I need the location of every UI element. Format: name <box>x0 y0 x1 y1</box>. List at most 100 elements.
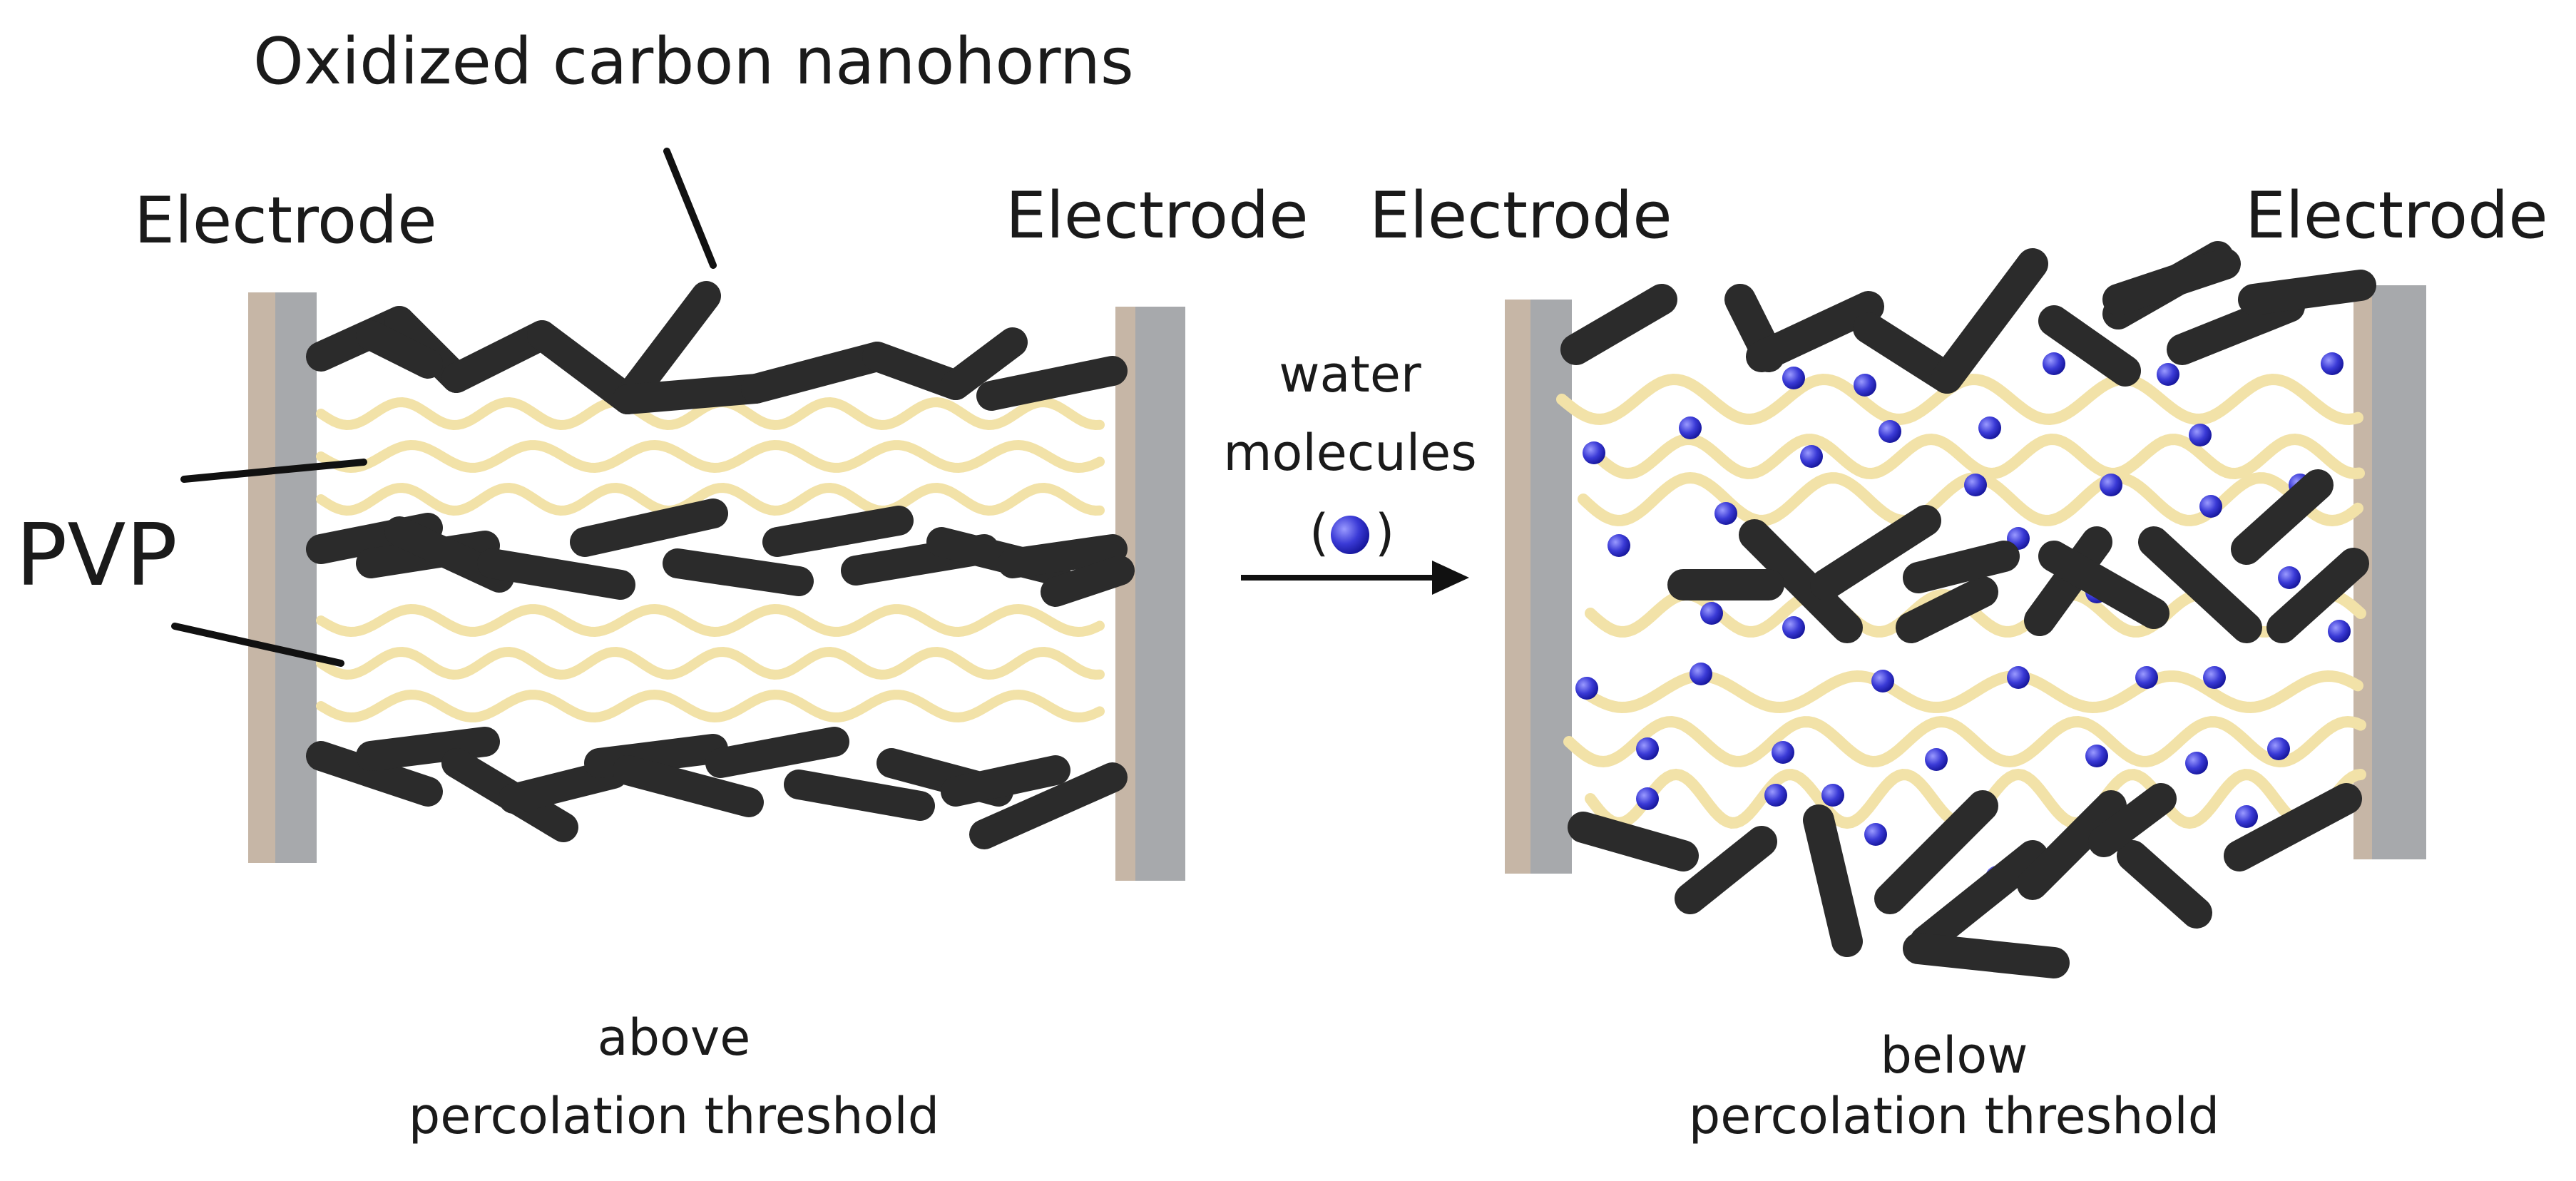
nanohorn-rod <box>998 534 1128 578</box>
nanohorn-rod <box>2231 469 2334 565</box>
nanohorn-rod <box>2238 270 2376 315</box>
right-panel <box>1505 241 2426 978</box>
nanohorn-rod <box>2038 541 2169 629</box>
water-molecule <box>1871 670 1894 692</box>
nanohorn-rod <box>1746 291 1884 372</box>
water-molecule <box>1700 602 1723 625</box>
nanohorn-rod <box>1041 556 1135 607</box>
water-molecule <box>2135 666 2158 689</box>
pvp-chain <box>316 482 1105 516</box>
pvp-leader-line-lower <box>171 623 344 667</box>
nanohorn-rod <box>613 374 771 414</box>
water-molecule <box>1679 416 1702 439</box>
carbon-nanohorns-right <box>1560 241 2376 978</box>
water-label-line1: water <box>1279 345 1421 404</box>
left-electrode-b <box>1115 307 1185 881</box>
left-panel <box>248 281 1185 881</box>
water-molecule <box>1583 441 1605 464</box>
right-electrode-label-a: Electrode <box>1369 178 1672 253</box>
nanohorn-rod <box>2266 548 2369 643</box>
left-caption-line1: above <box>597 1008 751 1067</box>
right-caption-line2: percolation threshold <box>1688 1087 2220 1145</box>
nanohorn-rod <box>1903 933 2070 978</box>
nanohorn-rod <box>705 727 849 778</box>
nanohorn-rod <box>2088 783 2177 857</box>
nanohorn-rod <box>499 759 628 814</box>
nanohorn-rod <box>784 770 935 821</box>
nanohorn-rod <box>570 499 728 557</box>
nanohorn-rod <box>2224 783 2362 871</box>
nanohorn-rod <box>1810 505 1941 600</box>
water-molecule <box>2267 737 2290 760</box>
water-molecule <box>1608 534 1630 557</box>
water-molecule <box>2278 566 2301 589</box>
water-molecule <box>2235 805 2258 828</box>
water-molecule <box>1782 616 1805 639</box>
water-paren-open: ( <box>1309 503 1329 562</box>
left-electrode-a <box>248 292 317 863</box>
nanohorn-rod <box>1931 248 2048 394</box>
water-molecule <box>2157 363 2179 386</box>
nanohorn-rod <box>306 741 443 807</box>
nanohorn-rod <box>2038 305 2141 387</box>
pvp-chain <box>316 646 1105 680</box>
water-molecule <box>1879 420 1901 443</box>
water-molecule <box>1821 784 1844 807</box>
nanohorn-rod <box>527 320 643 414</box>
water-molecule <box>1964 474 1987 496</box>
nanohorn-rod <box>356 727 500 771</box>
water-molecule <box>1690 663 1712 685</box>
carbon-nanohorns-left <box>306 281 1135 849</box>
left-electrode-label-a: Electrode <box>134 183 437 258</box>
water-molecule <box>1714 502 1737 525</box>
water-paren-close: ) <box>1375 503 1395 562</box>
water-molecule <box>2100 474 2122 496</box>
nanohorn-rod <box>1896 576 1998 643</box>
water-molecule <box>1800 445 1823 468</box>
nanohorn-rod <box>441 320 557 393</box>
nanohorn-leader-line <box>663 148 717 269</box>
pvp-chain <box>1563 715 2366 768</box>
right-caption-line1: below <box>1880 1026 2028 1085</box>
nanohorn-rod <box>1675 826 1777 914</box>
nanohorn-rod <box>2138 526 2262 643</box>
water-molecule <box>2203 666 2226 689</box>
nanohorn-rod <box>2117 840 2212 929</box>
nanohorn-rod <box>477 548 635 600</box>
water-molecule <box>1575 677 1598 700</box>
water-molecule <box>2085 745 2108 767</box>
nanohorn-rod <box>1560 284 1677 365</box>
nanohorn-rod <box>663 548 814 596</box>
nanohorn-rod <box>356 320 443 379</box>
nanohorn-rod <box>1739 519 1863 643</box>
transition-arrow <box>1241 561 1469 595</box>
water-molecule <box>1764 784 1787 807</box>
nanohorn-rod <box>1903 541 2020 593</box>
water-molecule <box>2007 666 2030 689</box>
nanohorn-rod <box>762 506 914 557</box>
water-molecule <box>1854 374 1876 397</box>
pvp-chain <box>316 439 1105 474</box>
nanohorn-rod <box>1568 812 1699 871</box>
nanohorn-rod <box>2167 291 2305 365</box>
water-molecule <box>1978 416 2001 439</box>
water-molecule-legend-icon <box>1331 516 1369 554</box>
pvp-chain <box>1578 670 2363 714</box>
right-electrode-label-b: Electrode <box>2245 178 2548 253</box>
left-caption-line2: percolation threshold <box>408 1087 940 1145</box>
nanohorn-rod <box>1803 804 1863 957</box>
nanohorn-rod <box>976 356 1128 411</box>
water-molecule <box>2185 752 2208 774</box>
right-electrode-a <box>1505 300 1572 874</box>
water-molecule <box>2328 620 2351 643</box>
nanohorn-rod <box>941 755 1070 807</box>
water-label-line2: molecules <box>1223 424 1477 482</box>
pvp-chain <box>316 603 1105 638</box>
water-molecule <box>1772 741 1794 764</box>
water-molecule <box>1925 748 1948 771</box>
nanohorn-rod <box>1874 790 1998 914</box>
water-molecule <box>1636 737 1659 760</box>
pvp-chains-left <box>316 397 1105 723</box>
nanohorn-rod <box>741 342 892 404</box>
